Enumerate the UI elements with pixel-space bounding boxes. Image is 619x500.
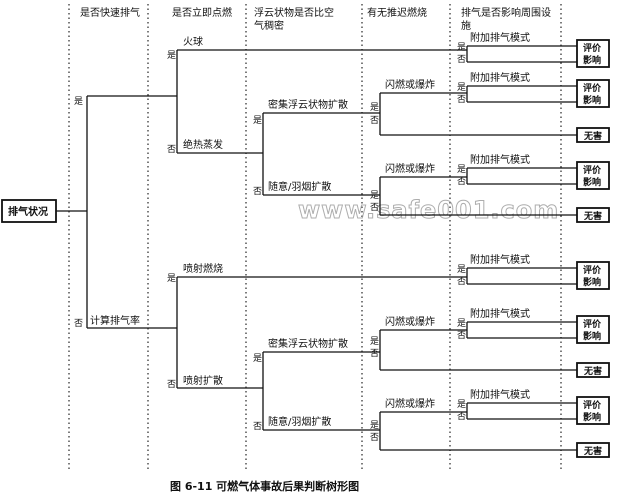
- figure-caption: 图 6-11 可燃气体事故后果判断树形图: [170, 479, 359, 493]
- svg-text:影响: 影响: [583, 276, 601, 288]
- node-flash-explosion: 闪燃或爆炸: [385, 78, 435, 91]
- header-fast-release: 是否快速排气: [80, 6, 140, 19]
- node-jet-dispersion: 喷射扩散: [183, 374, 223, 387]
- svg-text:影响: 影响: [583, 54, 601, 66]
- yes-label: 是: [74, 96, 83, 107]
- yes-label: 是: [457, 318, 466, 329]
- yes-label: 是: [370, 336, 379, 347]
- outcome-harmless: 无害: [576, 207, 610, 223]
- node-extra-release: 附加排气模式: [470, 71, 530, 84]
- yes-label: 是: [253, 115, 262, 126]
- svg-text:评价: 评价: [583, 264, 602, 276]
- node-adiabatic-evaporation: 绝热蒸发: [183, 138, 223, 151]
- header-denser-than-air-2: 气稠密: [254, 19, 284, 32]
- svg-text:评价: 评价: [583, 164, 602, 176]
- svg-text:评价: 评价: [583, 399, 602, 411]
- yes-label: 是: [370, 190, 379, 201]
- yes-label: 是: [457, 164, 466, 175]
- svg-text:无害: 无害: [583, 445, 602, 457]
- node-extra-release: 附加排气模式: [470, 253, 530, 266]
- svg-text:无害: 无害: [583, 210, 602, 222]
- node-flash-explosion: 闪燃或爆炸: [385, 397, 435, 410]
- header-immediate-ignition: 是否立即点燃: [172, 6, 232, 19]
- node-extra-release: 附加排气模式: [470, 31, 530, 44]
- yes-label: 是: [457, 264, 466, 275]
- no-label: 否: [457, 330, 466, 341]
- node-labels: 火球 绝热蒸发 密集浮云状物扩散 随意/羽烟扩散 闪燃或爆炸 闪燃或爆炸 附加排…: [90, 31, 530, 428]
- svg-text:评价: 评价: [583, 42, 602, 54]
- node-flash-explosion: 闪燃或爆炸: [385, 162, 435, 175]
- outcome-harmless: 无害: [576, 442, 610, 458]
- node-extra-release: 附加排气模式: [470, 153, 530, 166]
- no-label: 否: [457, 276, 466, 287]
- yes-label: 是: [167, 50, 176, 61]
- header-affects-facilities: 排气是否影响周围设: [461, 6, 551, 19]
- header-delayed-ignition: 有无推迟燃烧: [367, 6, 427, 19]
- yes-label: 是: [167, 273, 176, 284]
- no-label: 否: [253, 421, 262, 432]
- svg-text:评价: 评价: [583, 82, 602, 94]
- node-dense-cloud: 密集浮云状物扩散: [268, 98, 348, 111]
- watermark: www.safe001.com: [298, 196, 559, 224]
- node-random-plume: 随意/羽烟扩散: [268, 415, 331, 428]
- svg-text:无害: 无害: [583, 130, 602, 142]
- outcome-harmless: 无害: [576, 362, 610, 378]
- node-extra-release: 附加排气模式: [470, 388, 530, 401]
- header-denser-than-air: 浮云状物是否比空: [254, 6, 334, 19]
- svg-text:影响: 影响: [583, 94, 601, 106]
- svg-text:影响: 影响: [583, 176, 601, 188]
- root-node-label: 排气状况: [8, 205, 48, 218]
- svg-text:无害: 无害: [583, 365, 602, 377]
- tree-lines: [56, 45, 577, 451]
- no-label: 否: [167, 379, 176, 390]
- yes-label: 是: [370, 420, 379, 431]
- node-dense-cloud: 密集浮云状物扩散: [268, 337, 348, 350]
- no-label: 否: [370, 432, 379, 443]
- node-fireball: 火球: [183, 35, 203, 48]
- no-label: 否: [457, 94, 466, 105]
- svg-text:影响: 影响: [583, 411, 601, 423]
- no-label: 否: [253, 186, 262, 197]
- outcome-harmless: 无害: [576, 127, 610, 143]
- yes-label: 是: [457, 82, 466, 93]
- column-dividers: [68, 4, 562, 470]
- no-label: 否: [167, 144, 176, 155]
- node-flash-explosion: 闪燃或爆炸: [385, 315, 435, 328]
- yes-label: 是: [253, 353, 262, 364]
- no-label: 否: [74, 318, 83, 329]
- yes-no-labels: 是 否 是 否 是 否 是 否 是 否 是 否 是 否 是 否 是 否 是 否 …: [74, 42, 466, 443]
- no-label: 否: [370, 115, 379, 126]
- node-random-plume: 随意/羽烟扩散: [268, 180, 331, 193]
- yes-label: 是: [370, 102, 379, 113]
- node-calc-release-rate: 计算排气率: [90, 314, 140, 327]
- svg-text:评价: 评价: [583, 318, 602, 330]
- no-label: 否: [457, 176, 466, 187]
- no-label: 否: [370, 202, 379, 213]
- svg-text:影响: 影响: [583, 330, 601, 342]
- no-label: 否: [370, 348, 379, 359]
- no-label: 否: [457, 411, 466, 422]
- node-extra-release: 附加排气模式: [470, 307, 530, 320]
- yes-label: 是: [457, 399, 466, 410]
- no-label: 否: [457, 54, 466, 65]
- yes-label: 是: [457, 42, 466, 53]
- header-affects-facilities-2: 施: [461, 19, 471, 32]
- node-jet-fire: 喷射燃烧: [183, 262, 223, 275]
